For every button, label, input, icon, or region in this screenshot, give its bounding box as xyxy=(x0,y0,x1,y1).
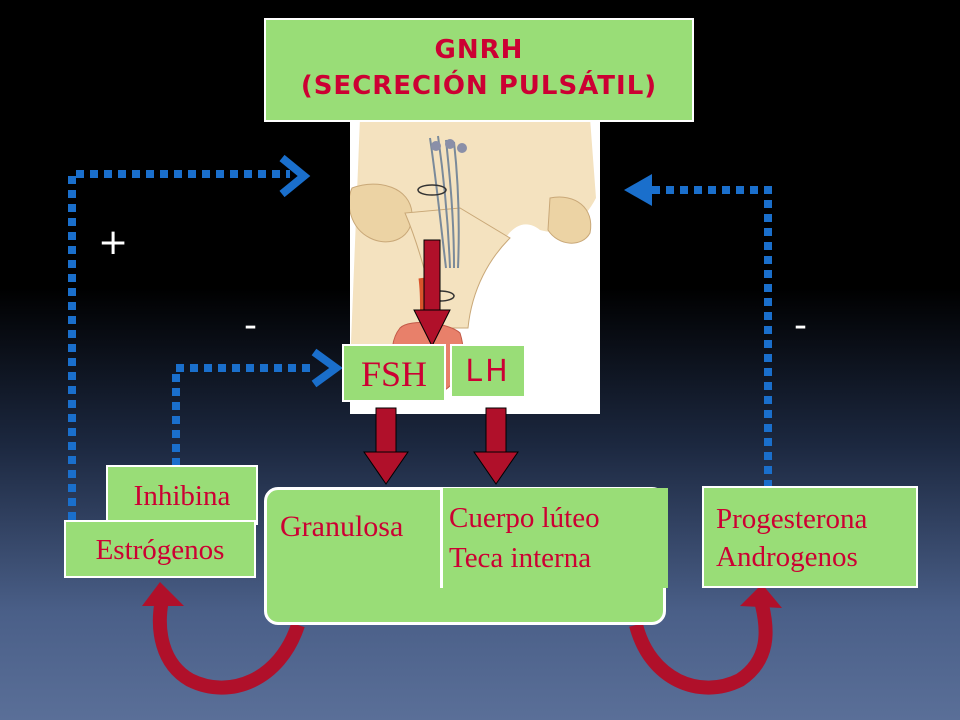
minus-sign-right: - xyxy=(794,305,807,346)
inhibina-feedback-line xyxy=(172,364,312,466)
granulosa-to-estrogenos-arrow xyxy=(142,582,305,695)
fsh-down-arrow xyxy=(363,407,409,485)
estrogenos-box: Estrógenos xyxy=(64,520,256,578)
granulosa-label: Granulosa xyxy=(280,510,404,543)
lh-box: LH xyxy=(450,344,526,398)
cuerpo-luteo-box: Cuerpo lúteo Teca interna xyxy=(440,488,668,588)
plus-sign: + xyxy=(98,222,129,263)
cuerpo-luteo-label: Cuerpo lúteo xyxy=(449,502,600,534)
androgenos-label: Androgenos xyxy=(716,541,858,573)
gnrh-down-arrow xyxy=(413,239,451,348)
gnrh-title-box: GnRH (Secreción pulsátil) xyxy=(264,18,694,122)
progesterona-box: Progesterona Androgenos xyxy=(702,486,918,588)
gnrh-title-line1: GnRH xyxy=(434,35,524,65)
cuerpo-to-progesterona-arrow xyxy=(629,584,782,695)
fsh-box: FSH xyxy=(342,344,446,402)
inhibina-feedback-arrowhead xyxy=(311,348,343,388)
lh-down-arrow xyxy=(473,407,519,485)
teca-interna-label: Teca interna xyxy=(449,542,592,574)
progesterona-feedback-line xyxy=(650,186,772,488)
positive-feedback-arrowhead xyxy=(279,154,311,198)
progesterona-feedback-arrowhead xyxy=(624,174,652,206)
progesterona-label: Progesterona xyxy=(716,503,868,535)
gnrh-title-line2: (Secreción pulsátil) xyxy=(300,71,658,101)
positive-feedback-line xyxy=(68,170,290,520)
minus-sign-left: - xyxy=(244,305,257,346)
inhibina-box: Inhibina xyxy=(106,465,258,525)
